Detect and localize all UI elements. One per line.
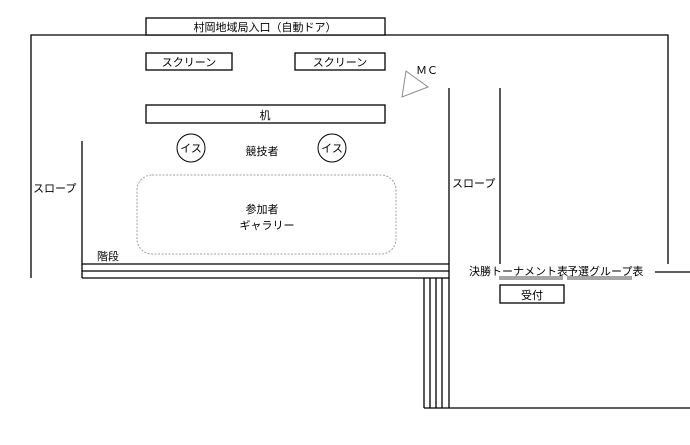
chair-label: イス bbox=[180, 142, 202, 155]
competitors-label: 競技者 bbox=[246, 144, 279, 158]
stairs-lines bbox=[82, 263, 449, 409]
entrance-box: 村岡地域局入口（自動ドア） bbox=[145, 17, 386, 36]
entrance-label: 村岡地域局入口（自動ドア） bbox=[194, 20, 337, 34]
gallery-label-1: 参加者 bbox=[246, 202, 279, 216]
finals-board-label: 決勝トーナメント表 bbox=[469, 264, 568, 278]
slope-right-label: スロープ bbox=[452, 177, 495, 190]
stairs-label: 階段 bbox=[97, 249, 119, 263]
screen-left: スクリーン bbox=[145, 52, 233, 71]
gallery-label-2: ギャラリー bbox=[240, 219, 295, 232]
chair-label: イス bbox=[321, 142, 343, 155]
finals-board-bar bbox=[499, 276, 563, 280]
groups-board-bar bbox=[567, 276, 632, 280]
reception-desk: 受付 bbox=[499, 284, 565, 304]
screen-label: スクリーン bbox=[313, 56, 367, 69]
gallery-area: 参加者 ギャラリー bbox=[136, 174, 397, 255]
screen-right: スクリーン bbox=[294, 52, 386, 71]
finals-board: 決勝トーナメント表 bbox=[469, 264, 568, 280]
slope-left-label: スロープ bbox=[33, 182, 76, 195]
groups-board-label: 予選グループ表 bbox=[567, 264, 643, 278]
chair-right: イス bbox=[317, 133, 347, 163]
reception-label: 受付 bbox=[521, 289, 543, 302]
groups-board: 予選グループ表 bbox=[567, 264, 643, 280]
mc-position: ＭＣ bbox=[401, 64, 438, 98]
walls bbox=[30, 34, 690, 409]
mc-label: ＭＣ bbox=[416, 64, 438, 77]
desk: 机 bbox=[145, 104, 386, 124]
chair-left: イス bbox=[176, 133, 206, 163]
mc-triangle-icon bbox=[401, 70, 430, 98]
desk-label: 机 bbox=[260, 108, 271, 122]
screen-label: スクリーン bbox=[162, 56, 216, 69]
